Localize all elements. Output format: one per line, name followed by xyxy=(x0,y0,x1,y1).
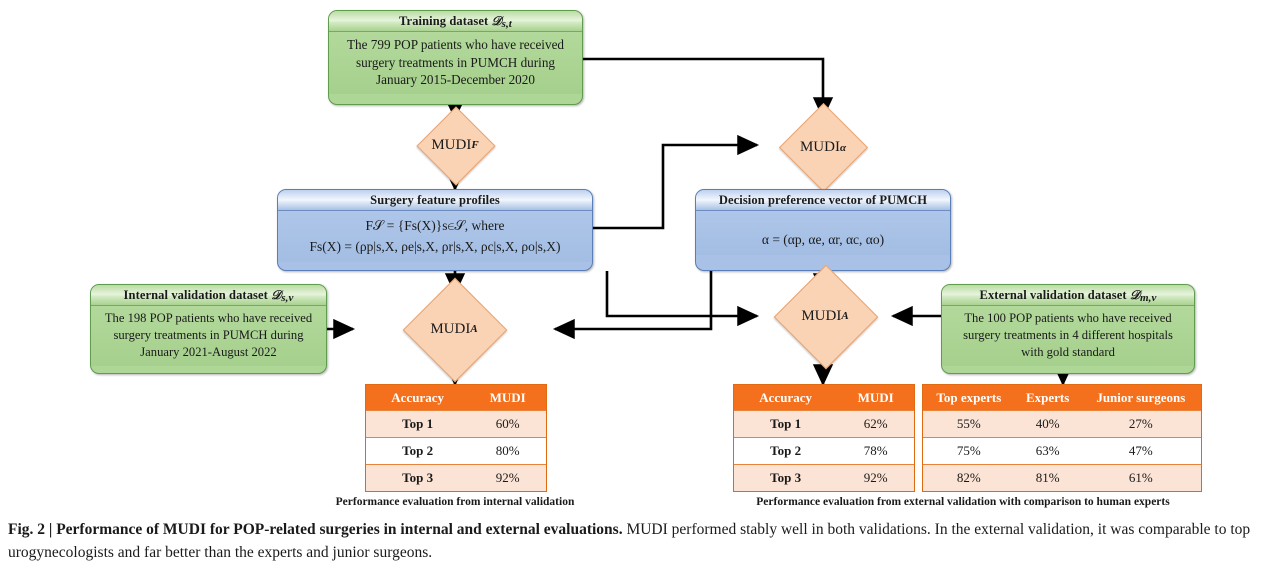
cell-experts: 81% xyxy=(1014,464,1081,491)
surgery-feature-profiles-body: F𝒮 = {Fs(X)}s∈𝒮, where Fs(X) = (ρp|s,X, … xyxy=(278,211,592,262)
table-row: Top 2 80% xyxy=(366,437,546,465)
table-header-row: Accuracy MUDI xyxy=(734,385,914,411)
table-header-row: Accuracy MUDI xyxy=(366,385,546,411)
cell-mudi: 80% xyxy=(469,437,546,465)
table-row: Top 2 78% xyxy=(734,437,914,465)
formula-fs: F𝒮 = {Fs(X)}s∈𝒮, where xyxy=(365,218,505,233)
decision-preference-vector-header: Decision preference vector of PUMCH xyxy=(696,190,950,211)
training-dataset-box: Training dataset 𝒟s,t The 799 POP patien… xyxy=(328,10,583,105)
external-validation-mudi-table: Accuracy MUDI Top 1 62% Top 2 78% Top 3 … xyxy=(733,384,915,492)
external-validation-experts-table: Top experts Experts Junior surgeons 55% … xyxy=(922,384,1202,492)
column-header-top-experts: Top experts xyxy=(923,385,1015,411)
external-validation-dataset-body: The 100 POP patients who have received s… xyxy=(942,306,1194,366)
cell-top-experts: 55% xyxy=(923,410,1015,438)
table-row: Top 3 92% xyxy=(734,464,914,491)
figure-caption: Fig. 2 | Performance of MUDI for POP-rel… xyxy=(8,518,1261,564)
formula-alpha: α = (αp, αe, αr, αc, αo) xyxy=(761,232,885,247)
cell-mudi: 62% xyxy=(837,410,914,438)
formula-fsx: Fs(X) = (ρp|s,X, ρe|s,X, ρr|s,X, ρc|s,X,… xyxy=(309,239,561,254)
caption-label: Fig. 2 xyxy=(8,521,46,538)
surgery-feature-profiles-header: Surgery feature profiles xyxy=(278,190,592,211)
table-row: Top 1 62% xyxy=(734,410,914,438)
training-dataset-header: Training dataset 𝒟s,t xyxy=(329,11,582,32)
surgery-feature-profiles-box: Surgery feature profiles F𝒮 = {Fs(X)}s∈𝒮… xyxy=(277,189,593,271)
caption-body: MUDI performed stably well in both valid… xyxy=(8,521,1251,561)
table-row: Top 3 92% xyxy=(366,464,546,491)
internal-validation-dataset-box: Internal validation dataset 𝒟s,v The 198… xyxy=(90,284,327,374)
cell-junior-surgeons: 47% xyxy=(1080,437,1201,465)
cell-top-experts: 82% xyxy=(923,464,1015,491)
table-row: Top 1 60% xyxy=(366,410,546,438)
internal-validation-dataset-body: The 198 POP patients who have received s… xyxy=(91,306,326,366)
cell-experts: 40% xyxy=(1014,410,1081,438)
table-header-row: Top experts Experts Junior surgeons xyxy=(923,385,1201,411)
table-row: 82% 81% 61% xyxy=(923,464,1201,491)
cell-mudi: 92% xyxy=(469,464,546,491)
column-header-mudi: MUDI xyxy=(837,385,914,411)
decision-preference-vector-body: α = (αp, αe, αr, αc, αo) xyxy=(696,211,950,255)
training-dataset-body: The 799 POP patients who have received s… xyxy=(329,32,582,94)
internal-validation-dataset-header: Internal validation dataset 𝒟s,v xyxy=(91,285,326,306)
cell-experts: 63% xyxy=(1014,437,1081,465)
cell-rank: Top 2 xyxy=(734,437,838,465)
column-header-accuracy: Accuracy xyxy=(366,385,470,411)
external-table-caption: Performance evaluation from external val… xyxy=(756,496,1170,508)
internal-table-caption: Performance evaluation from internal val… xyxy=(335,496,575,508)
cell-rank: Top 2 xyxy=(366,437,470,465)
table-row: 75% 63% 47% xyxy=(923,437,1201,465)
column-header-accuracy: Accuracy xyxy=(734,385,838,411)
figure-flowchart: Training dataset 𝒟s,t The 799 POP patien… xyxy=(90,10,1202,508)
column-header-mudi: MUDI xyxy=(469,385,546,411)
cell-rank: Top 3 xyxy=(734,464,838,491)
cell-rank: Top 1 xyxy=(734,410,838,438)
cell-junior-surgeons: 27% xyxy=(1080,410,1201,438)
external-validation-dataset-header: External validation dataset 𝒟m,v xyxy=(942,285,1194,306)
caption-title: Performance of MUDI for POP-related surg… xyxy=(56,521,623,538)
decision-preference-vector-box: Decision preference vector of PUMCH α = … xyxy=(695,189,951,271)
cell-mudi: 92% xyxy=(837,464,914,491)
cell-top-experts: 75% xyxy=(923,437,1015,465)
cell-rank: Top 1 xyxy=(366,410,470,438)
cell-rank: Top 3 xyxy=(366,464,470,491)
cell-junior-surgeons: 61% xyxy=(1080,464,1201,491)
cell-mudi: 60% xyxy=(469,410,546,438)
column-header-experts: Experts xyxy=(1014,385,1081,411)
internal-validation-table: Accuracy MUDI Top 1 60% Top 2 80% Top 3 … xyxy=(365,384,547,492)
cell-mudi: 78% xyxy=(837,437,914,465)
table-row: 55% 40% 27% xyxy=(923,410,1201,438)
external-validation-dataset-box: External validation dataset 𝒟m,v The 100… xyxy=(941,284,1195,374)
caption-separator: | xyxy=(48,521,53,538)
column-header-junior-surgeons: Junior surgeons xyxy=(1080,385,1201,411)
